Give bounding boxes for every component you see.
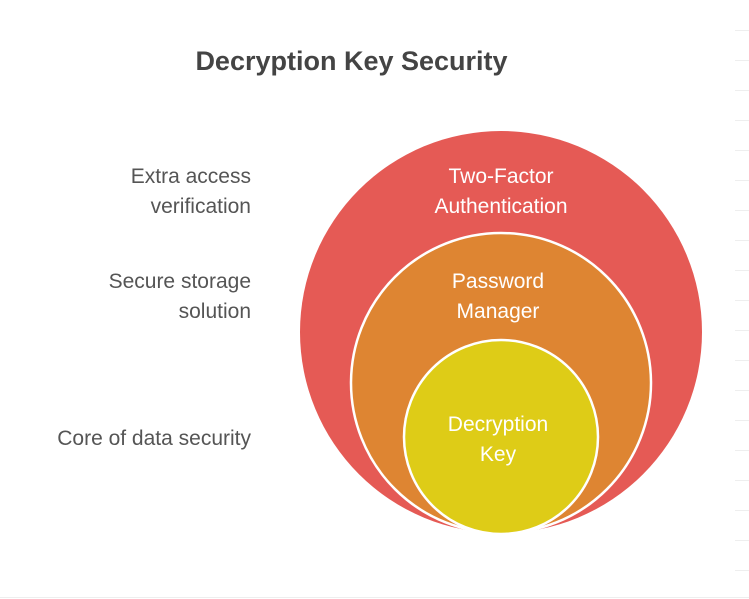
circle-label-line: Authentication [434, 195, 568, 218]
edge-tick [735, 90, 749, 91]
description-line: verification [150, 195, 251, 218]
edge-tick [735, 120, 749, 121]
circle-label-line: Manager [456, 300, 540, 323]
circle-label-password-manager: Password Manager [378, 267, 618, 327]
description-decryption-key: Core of data security [57, 424, 251, 454]
circle-label-line: Two-Factor [448, 165, 554, 188]
edge-tick [735, 30, 749, 31]
edge-tick [735, 510, 749, 511]
circle-decryption-key [402, 338, 600, 536]
edge-tick [735, 300, 749, 301]
circle-label-line: Decryption [447, 413, 549, 436]
edge-tick [735, 210, 749, 211]
edge-tick [735, 180, 749, 181]
description-two-factor: Extra access verification [131, 162, 251, 222]
edge-tick [735, 270, 749, 271]
circle-label-decryption-key: Decryption Key [378, 410, 618, 470]
edge-tick [735, 60, 749, 61]
edge-tick [735, 480, 749, 481]
edge-tick [735, 240, 749, 241]
description-line: solution [178, 300, 251, 323]
circle-label-line: Password [451, 270, 545, 293]
description-password-manager: Secure storage solution [109, 267, 251, 327]
description-line: Core of data security [57, 427, 251, 450]
circle-label-two-factor: Two-Factor Authentication [381, 162, 621, 222]
edge-tick [735, 420, 749, 421]
edge-tick [735, 450, 749, 451]
edge-tick [735, 150, 749, 151]
diagram-title: Decryption Key Security [195, 46, 508, 76]
edge-tick [735, 360, 749, 361]
circle-label-line: Key [479, 443, 517, 466]
edge-tick [735, 540, 749, 541]
description-line: Secure storage [108, 270, 251, 293]
edge-tick [735, 570, 749, 571]
description-line: Extra access [130, 165, 251, 188]
edge-tick [735, 330, 749, 331]
bottom-divider [0, 597, 749, 598]
edge-tick [735, 390, 749, 391]
